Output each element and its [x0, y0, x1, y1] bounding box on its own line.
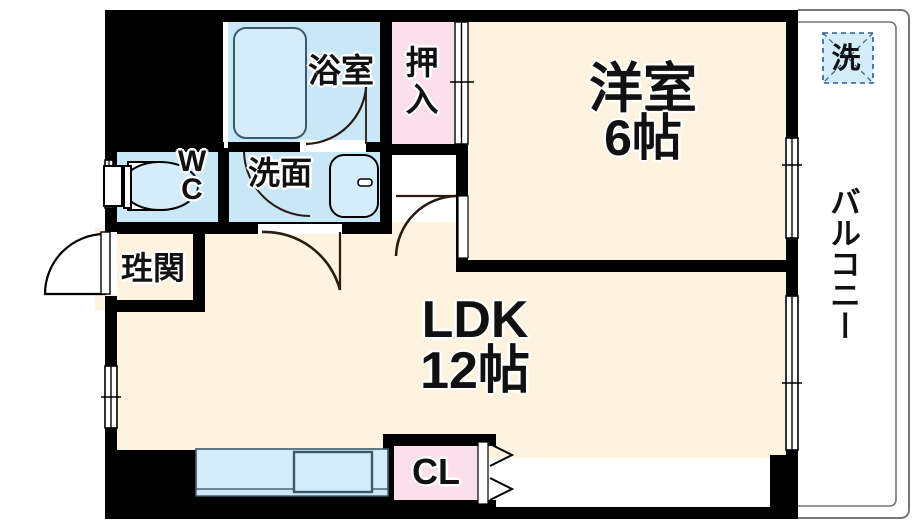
- wall-entrance-bottom: [105, 300, 205, 312]
- wall-left-outer-3: [105, 428, 117, 519]
- wall-cl-top: [383, 434, 496, 446]
- wall-cl-bottom: [383, 500, 496, 512]
- balcony-outline: [798, 9, 910, 519]
- door-washbasin: [258, 224, 342, 291]
- window-right-ldk: [782, 295, 802, 451]
- door-washbasin-inner: [243, 151, 311, 217]
- void-block-top-left: [105, 10, 223, 145]
- door-bathroom: [300, 75, 368, 152]
- windows: [101, 21, 802, 451]
- window-left-ldk: [101, 365, 121, 429]
- wall-kitchen-base: [193, 495, 393, 513]
- sliding-door-oshiire: [450, 21, 474, 145]
- wall-wet-bottom: [105, 222, 392, 234]
- wall-wc-washbasin: [218, 148, 229, 226]
- door-entrance: [43, 231, 117, 296]
- room-fill-cl: [393, 443, 486, 511]
- toilet-icon: [103, 161, 199, 211]
- wall-bath-right: [380, 20, 392, 148]
- wall-western-bottom: [456, 260, 798, 272]
- wall-oshiire-bottom: [392, 144, 468, 155]
- wall-washbasin-right: [380, 150, 392, 234]
- wall-top-outer: [105, 10, 798, 22]
- door-cl-closet: [477, 441, 515, 505]
- wall-left-outer-2: [105, 296, 117, 366]
- room-fill-oshiire: [392, 20, 454, 150]
- kitchen-counter-icon: [195, 448, 389, 497]
- room-fill-ldk-main: [110, 270, 792, 458]
- wall-right-outer-a: [786, 10, 798, 138]
- wall-wc-top: [110, 142, 224, 152]
- washing-machine-icon: [822, 32, 874, 84]
- door-western-room: [394, 194, 469, 259]
- sink-icon: [329, 154, 379, 218]
- bathtub-icon: [233, 27, 307, 139]
- fixtures: [103, 27, 874, 497]
- structural-black-blocks: [105, 10, 798, 519]
- wall-right-outer-c: [786, 450, 798, 519]
- wall-entrance-right: [193, 228, 205, 312]
- window-right-western: [782, 137, 802, 239]
